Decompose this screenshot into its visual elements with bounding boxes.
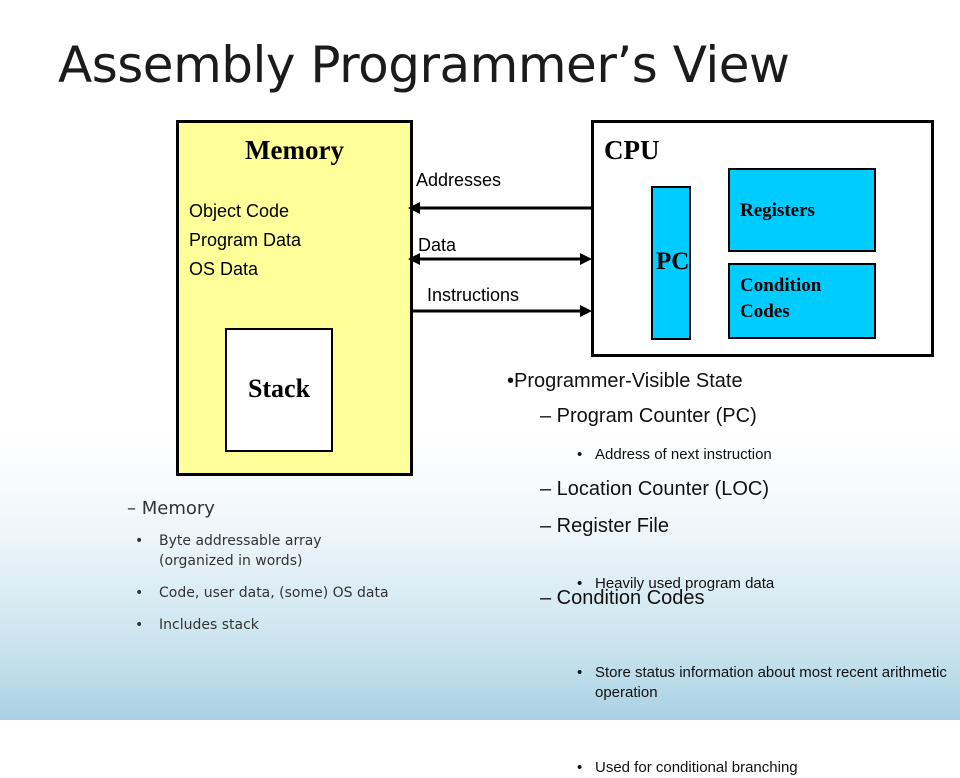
instructions-arrow [410, 305, 592, 317]
stack-label: Stack [247, 374, 311, 403]
memory-line-program-data: Program Data [189, 230, 302, 250]
state-condition-codes: – Condition Codes [540, 587, 705, 609]
cpu-title: CPU [604, 135, 660, 165]
state-pc: – Program Counter (PC) [540, 405, 757, 427]
condition-codes-label: Condition Codes [740, 273, 821, 325]
state-cc-bullet-1: Store status information about most rece… [577, 663, 955, 703]
memory-notes-heading: – Memory [127, 498, 215, 519]
data-label: Data [418, 235, 457, 255]
memory-line-object-code: Object Code [189, 201, 290, 221]
cpu-block: CPU PC Registers Condition Codes [591, 120, 934, 357]
state-register-bullet: Heavily used program data [577, 574, 895, 594]
registers-label: Registers [740, 200, 815, 221]
memory-notes-bullet-1: Byte addressable array (organized in wor… [127, 531, 379, 571]
addresses-arrow [408, 202, 593, 214]
memory-line-os-data: OS Data [189, 259, 259, 279]
data-arrow [408, 253, 592, 265]
condition-codes-label-line2: Codes [740, 301, 790, 322]
state-heading: •Programmer-Visible State [507, 370, 743, 392]
addresses-label: Addresses [416, 170, 502, 190]
memory-notes-bullet-2: Code, user data, (some) OS data [127, 583, 487, 603]
instructions-label: Instructions [427, 285, 520, 305]
memory-block: Memory Object Code Program Data OS Data … [176, 120, 413, 476]
memory-notes: – Memory Byte addressable array (organiz… [127, 498, 487, 635]
stack-block: Stack [225, 328, 333, 452]
registers-block: Registers [728, 168, 876, 252]
state-loc: – Location Counter (LOC) [540, 478, 770, 500]
memory-title: Memory [245, 135, 344, 165]
state-cc-bullet-2: Used for conditional branching [577, 758, 935, 778]
pc-register [651, 186, 691, 340]
condition-codes-label-line1: Condition [740, 275, 822, 296]
state-pc-bullet: Address of next instruction [577, 445, 895, 465]
memory-notes-bullet-3: Includes stack [127, 615, 487, 635]
condition-codes-block: Condition Codes [728, 263, 876, 339]
state-register-file: – Register File [540, 515, 669, 537]
pc-label: PC [656, 248, 690, 275]
page-title: Assembly Programmer’s View [58, 36, 790, 94]
bus-arrows [408, 202, 593, 317]
